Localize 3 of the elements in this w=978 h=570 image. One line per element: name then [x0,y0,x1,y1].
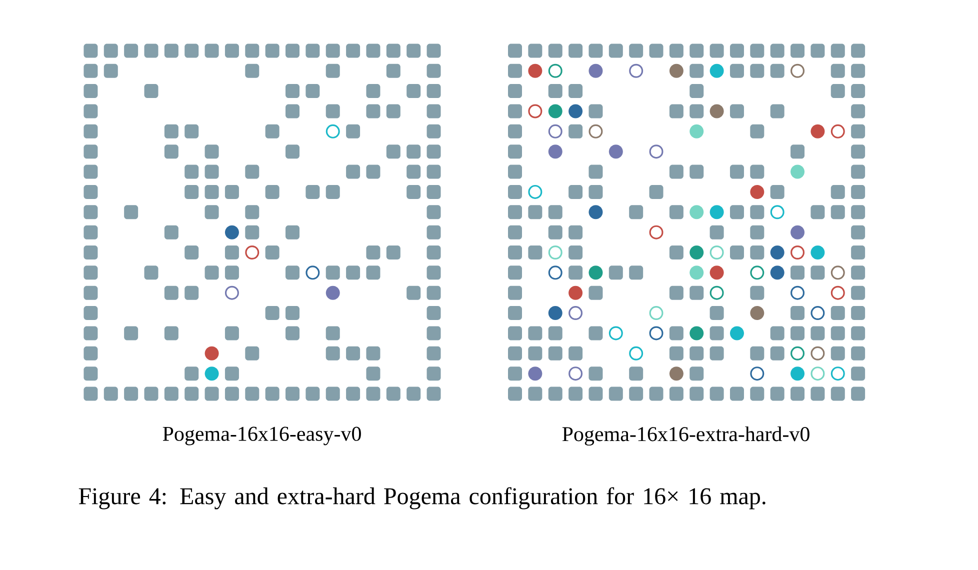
figure-caption: Figure 4: Easy and extra-hard Pogema configuration for 16× 16 map. [78,487,766,510]
grid-title: Pogema-16x16-extra-hard-v0 [562,426,810,446]
grid-title: Pogema-16x16-easy-v0 [162,426,361,446]
